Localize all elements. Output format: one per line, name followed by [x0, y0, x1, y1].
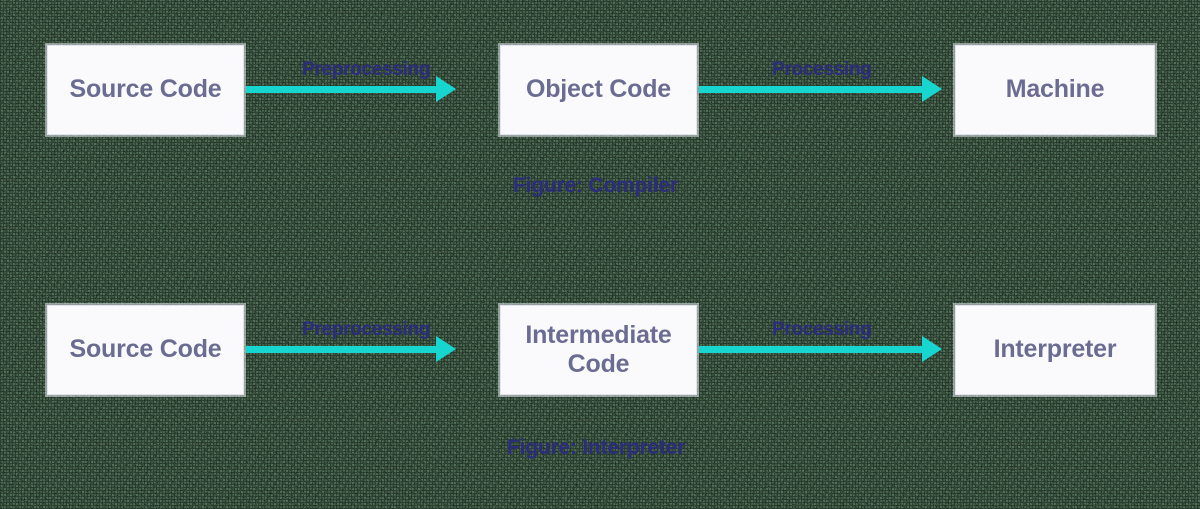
node-label: Machine [1005, 75, 1105, 104]
arrow-preprocessing-interpreter [246, 346, 436, 353]
node-label: Source Code [69, 75, 222, 104]
arrow-preprocessing-compiler [246, 86, 436, 93]
node-intermediate-code[interactable]: Intermediate Code [500, 305, 697, 395]
node-label: Intermediate Code [525, 320, 672, 379]
arrow-head-preprocessing-interpreter [436, 336, 456, 362]
node-object-code[interactable]: Object Code [500, 45, 697, 135]
caption-figure-interpreter: Figure: Interpreter [507, 436, 686, 459]
node-source-code-compiler[interactable]: Source Code [47, 45, 244, 135]
node-label: Interpreter [993, 335, 1117, 364]
edge-label-processing-interpreter: Processing [772, 319, 872, 340]
arrow-head-preprocessing-compiler [436, 76, 456, 102]
node-label: Source Code [69, 335, 222, 364]
edge-label-processing-compiler: Processing [772, 59, 872, 80]
arrow-processing-interpreter [699, 346, 922, 353]
arrow-head-processing-interpreter [922, 336, 942, 362]
node-source-code-interpreter[interactable]: Source Code [47, 305, 244, 395]
arrow-processing-compiler [699, 86, 922, 93]
edge-label-preprocessing-compiler: Preprocessing [302, 59, 431, 80]
caption-figure-compiler: Figure: Compiler [513, 174, 678, 197]
node-machine[interactable]: Machine [955, 45, 1155, 135]
edge-label-preprocessing-interpreter: Preprocessing [302, 319, 431, 340]
node-interpreter[interactable]: Interpreter [955, 305, 1155, 395]
node-label: Object Code [525, 75, 672, 104]
arrow-head-processing-compiler [922, 76, 942, 102]
